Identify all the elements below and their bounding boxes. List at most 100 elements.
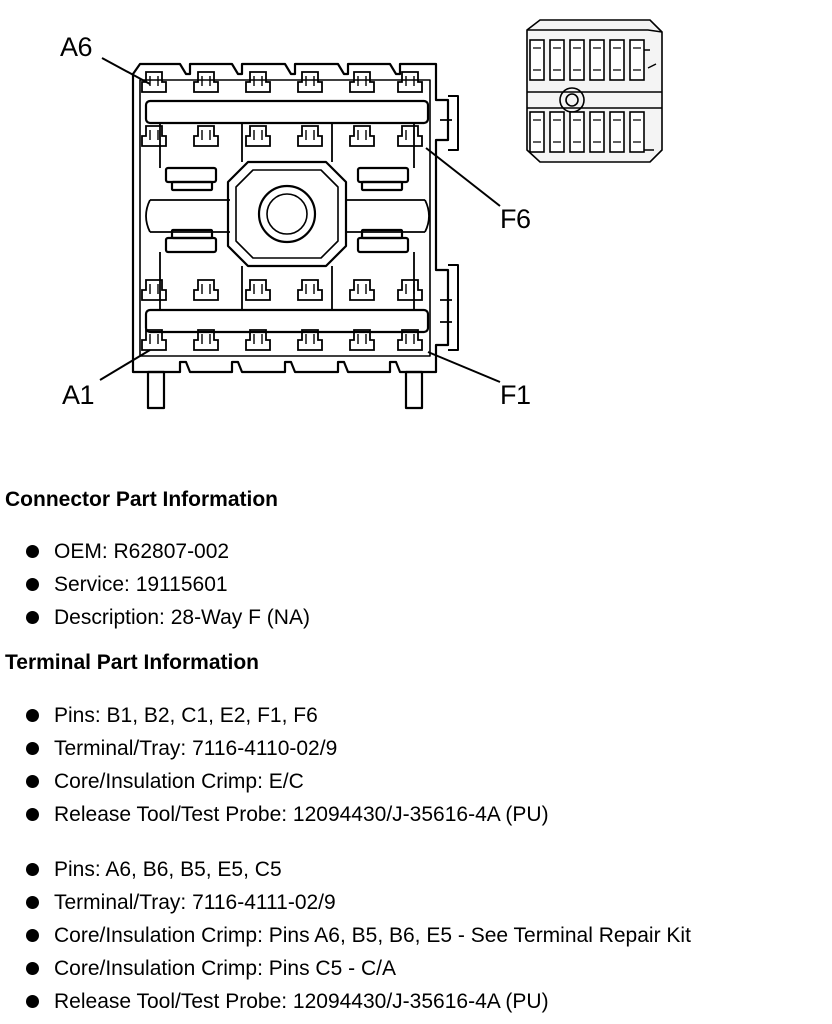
bullet-icon [26, 709, 39, 722]
bullet-icon [26, 896, 39, 909]
section-title-terminal: Terminal Part Information [5, 651, 259, 674]
terminal-cavity [297, 71, 323, 93]
bullet-icon [26, 995, 39, 1008]
terminal-cavity [141, 329, 167, 351]
list-item-text: Pins: A6, B6, B5, E5, C5 [54, 858, 282, 881]
list-item: Pins: A6, B6, B5, E5, C5 [5, 859, 691, 892]
terminal-cavity [397, 125, 423, 147]
iso-cavity-detail [633, 47, 641, 71]
iso-cavity [629, 111, 645, 153]
list-item-text: Release Tool/Test Probe: 12094430/J-3561… [54, 990, 549, 1013]
iso-cavity [589, 39, 605, 81]
terminal-cavity [245, 125, 271, 147]
list-item: Core/Insulation Crimp: Pins C5 - C/A [5, 958, 691, 991]
leader-f6 [425, 147, 501, 207]
terminal-cavity [193, 125, 219, 147]
terminal-cavity [245, 279, 271, 301]
iso-cavity-detail [553, 119, 561, 143]
list-item: OEM: R62807-002 [5, 541, 310, 574]
iso-cavity [529, 111, 545, 153]
callout-f1: F1 [500, 380, 531, 410]
section-title-connector: Connector Part Information [5, 488, 279, 511]
bullet-icon [26, 578, 39, 591]
iso-cavity [569, 39, 585, 81]
terminal-cavity [297, 125, 323, 147]
iso-cavity [609, 39, 625, 81]
list-item: Terminal/Tray: 7116-4111-02/9 [5, 892, 691, 925]
bullet-icon [26, 962, 39, 975]
iso-cavity-detail [593, 119, 601, 143]
terminal-cavity [397, 329, 423, 351]
terminal-cavity [349, 125, 375, 147]
bullet-icon [26, 808, 39, 821]
leader-a1 [99, 349, 151, 381]
terminal-cavity [141, 279, 167, 301]
connector-isometric-view [526, 19, 663, 163]
list-item-text: Core/Insulation Crimp: Pins A6, B5, B6, … [54, 924, 691, 947]
terminal-cavity [245, 329, 271, 351]
center-boss [226, 160, 348, 268]
terminal-cavity [397, 71, 423, 93]
callout-a1: A1 [62, 380, 95, 410]
iso-cavity [529, 39, 545, 81]
list-item: Pins: B1, B2, C1, E2, F1, F6 [5, 705, 691, 738]
iso-cavity-detail [593, 47, 601, 71]
center-bolt [257, 184, 317, 244]
list-item-text: OEM: R62807-002 [54, 540, 230, 563]
connector-list: OEM: R62807-002 Service: 19115601 Descri… [5, 541, 310, 640]
list-item: Core/Insulation Crimp: E/C [5, 771, 691, 804]
iso-cavity [549, 111, 565, 153]
list-item: Description: 28-Way F (NA) [5, 607, 310, 640]
terminal-part-information: Terminal Part Information Pins: B1, B2, … [5, 652, 691, 1024]
list-item: Core/Insulation Crimp: Pins A6, B5, B6, … [5, 925, 691, 958]
bullet-icon [26, 742, 39, 755]
bullet-icon [26, 929, 39, 942]
iso-cavity-detail [573, 119, 581, 143]
iso-cavity [589, 111, 605, 153]
leader-f1 [427, 351, 501, 383]
iso-cavity-detail [553, 47, 561, 71]
list-item-text: Description: 28-Way F (NA) [54, 606, 310, 629]
terminal-cavity [297, 279, 323, 301]
terminal-cavity [349, 279, 375, 301]
list-item: Terminal/Tray: 7116-4110-02/9 [5, 738, 691, 771]
bullet-icon [26, 863, 39, 876]
iso-cavity [609, 111, 625, 153]
list-item: Release Tool/Test Probe: 12094430/J-3561… [5, 804, 691, 837]
iso-cavity-detail [573, 47, 581, 71]
list-item-text: Terminal/Tray: 7116-4111-02/9 [54, 891, 336, 914]
iso-cavity-detail [533, 119, 541, 143]
iso-cavity [549, 39, 565, 81]
terminal-cavity [397, 279, 423, 301]
terminal-cavity [193, 329, 219, 351]
list-item-text: Pins: B1, B2, C1, E2, F1, F6 [54, 704, 318, 727]
bullet-icon [26, 775, 39, 788]
iso-cavity-detail [613, 47, 621, 71]
bullet-icon [26, 545, 39, 558]
iso-cavity-detail [613, 119, 621, 143]
bullet-icon [26, 611, 39, 624]
iso-cavity [629, 39, 645, 81]
list-item-text: Core/Insulation Crimp: Pins C5 - C/A [54, 957, 396, 980]
list-item-text: Core/Insulation Crimp: E/C [54, 770, 304, 793]
list-item: Release Tool/Test Probe: 12094430/J-3561… [5, 991, 691, 1024]
terminal-cavity [349, 329, 375, 351]
connector-diagram [99, 19, 663, 410]
connector-part-information: Connector Part Information OEM: R62807-0… [5, 489, 310, 640]
connector-housing-outline [131, 62, 450, 374]
peg-left [146, 370, 166, 410]
iso-cavity-detail [633, 119, 641, 143]
terminal-cavity [141, 125, 167, 147]
terminal-list-1: Pins: B1, B2, C1, E2, F1, F6 Terminal/Tr… [5, 705, 691, 837]
terminal-cavity [349, 71, 375, 93]
terminal-cavity [297, 329, 323, 351]
terminal-cavity [193, 71, 219, 93]
terminal-list-2: Pins: A6, B6, B5, E5, C5 Terminal/Tray: … [5, 859, 691, 1024]
leader-a6 [101, 57, 151, 85]
list-item-text: Release Tool/Test Probe: 12094430/J-3561… [54, 803, 549, 826]
iso-cavity-detail [533, 47, 541, 71]
iso-cavity [569, 111, 585, 153]
callout-a6: A6 [60, 32, 93, 62]
list-item-text: Service: 19115601 [54, 573, 228, 596]
list-item: Service: 19115601 [5, 574, 310, 607]
